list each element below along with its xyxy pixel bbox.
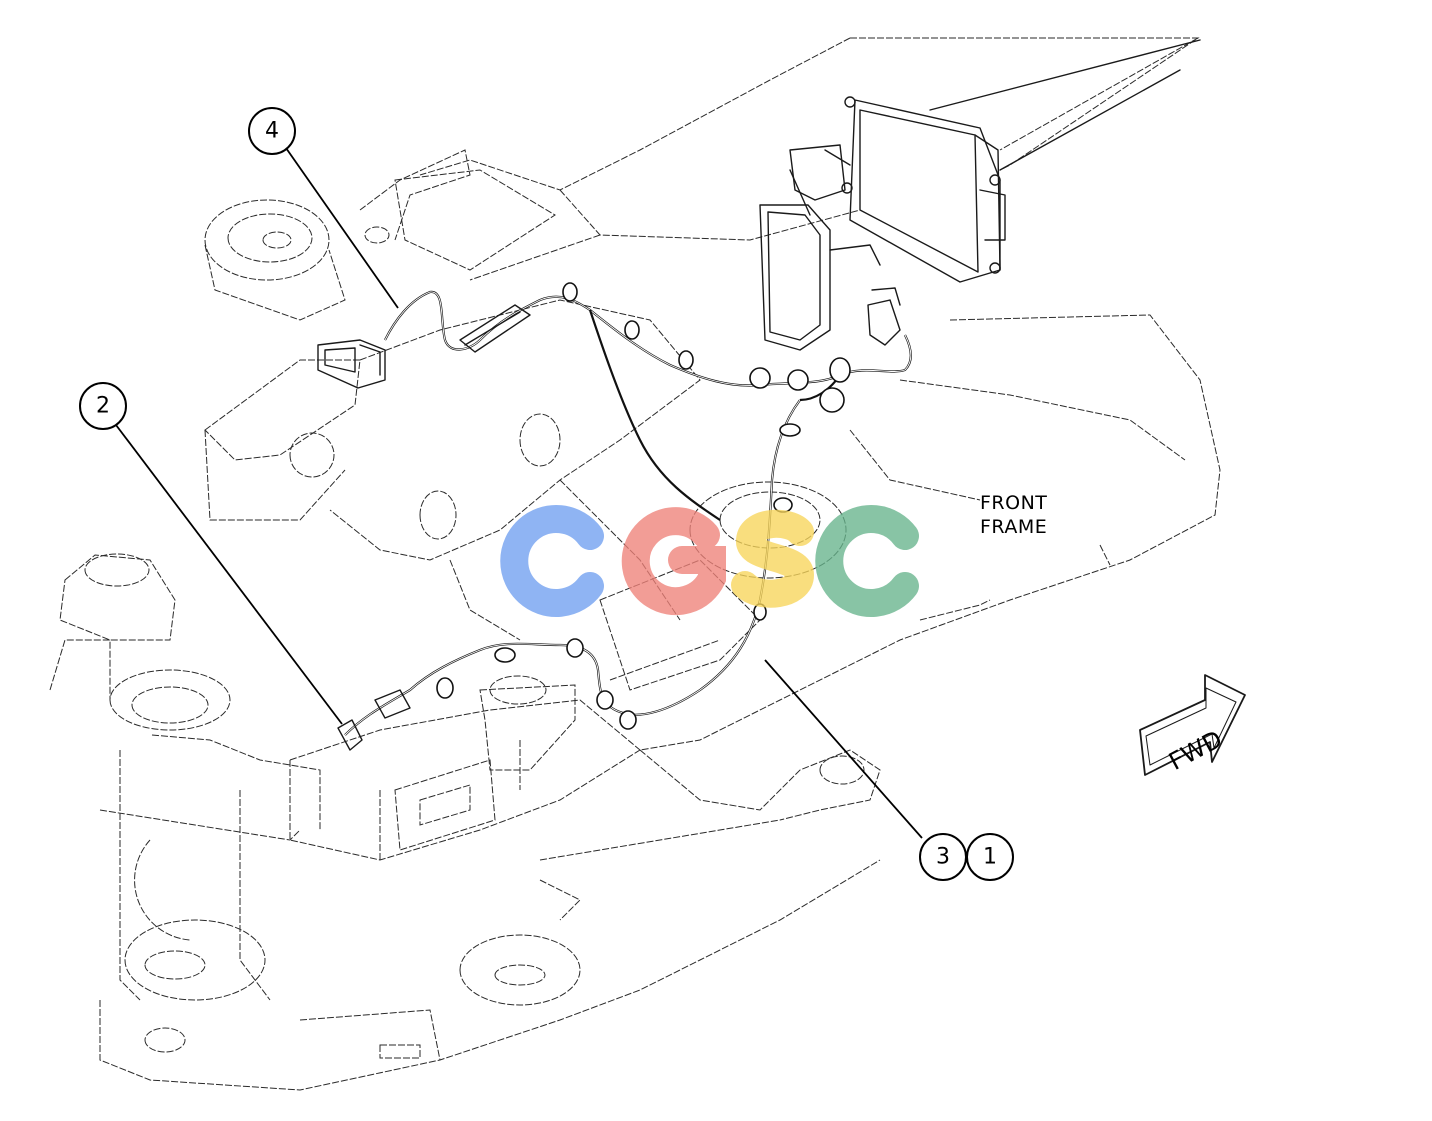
callout-1-label: 1 xyxy=(983,845,997,870)
front-frame-label-line1: FRONT xyxy=(980,492,1047,514)
relay-block xyxy=(759,144,901,351)
left-lower-frame xyxy=(49,553,881,1091)
front-frame-body xyxy=(539,314,1221,861)
callout-2: 2 xyxy=(79,382,127,430)
callout-2-label: 2 xyxy=(96,394,110,419)
control-module xyxy=(841,39,1201,283)
callout-3: 3 xyxy=(919,833,967,881)
wiring-harness xyxy=(317,282,912,751)
forward-direction-arrow: FWD xyxy=(1139,674,1246,776)
watermark-logo xyxy=(500,505,919,617)
callout-4: 4 xyxy=(248,107,296,155)
callout-4-label: 4 xyxy=(265,119,279,144)
rear-frame-rail xyxy=(419,37,1200,281)
callout-3-label: 3 xyxy=(936,845,950,870)
front-frame-label-line2: FRAME xyxy=(980,516,1047,538)
callout-1: 1 xyxy=(966,833,1014,881)
fwd-label: FWD xyxy=(1164,725,1227,776)
leader-lines xyxy=(115,147,923,839)
